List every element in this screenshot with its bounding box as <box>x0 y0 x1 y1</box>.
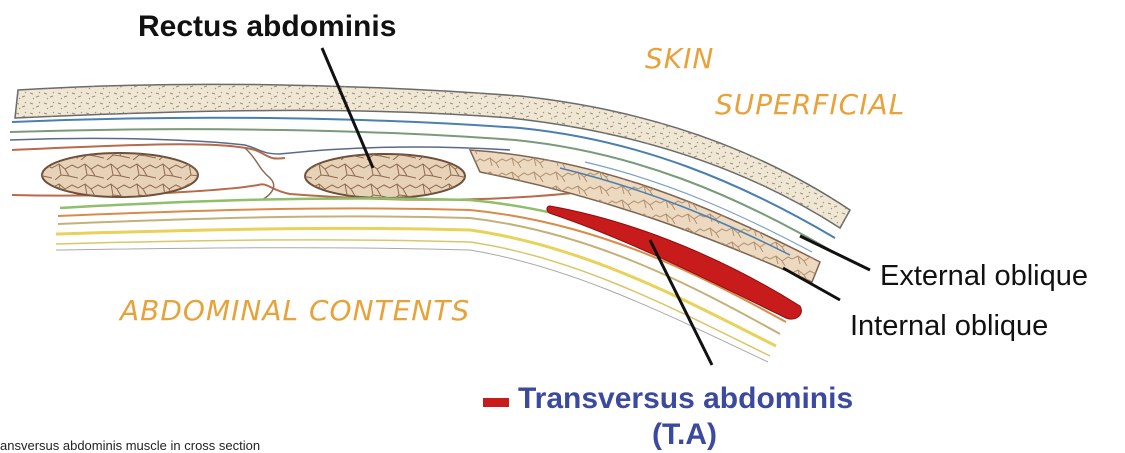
external-oblique-label: External oblique <box>880 260 1088 293</box>
internal-oblique-label: Internal oblique <box>850 310 1048 343</box>
ta-legend-swatch <box>483 398 509 407</box>
superficial-label: SUPERFICIAL <box>715 88 905 121</box>
caption: ansversus abdominis muscle in cross sect… <box>0 438 260 453</box>
rectus-abdominis-label: Rectus abdominis <box>138 10 396 44</box>
abdominal-contents-label: ABDOMINAL CONTENTS <box>120 294 470 327</box>
ta-label-line1: Transversus abdominis <box>518 382 853 416</box>
skin-label: SKIN <box>645 42 714 75</box>
ta-label-line2: (T.A) <box>652 418 717 452</box>
